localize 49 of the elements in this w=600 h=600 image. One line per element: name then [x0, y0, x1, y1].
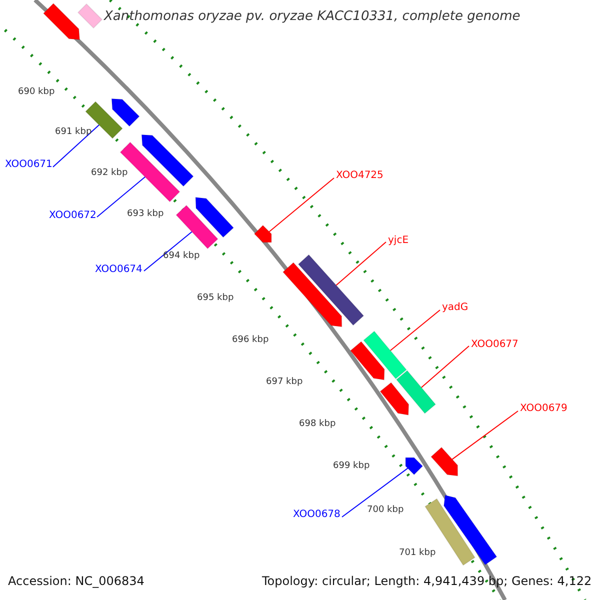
gene-label: XOO4725: [336, 170, 384, 182]
gene-label: XOO0674: [95, 264, 142, 276]
gene-feature: [176, 204, 218, 250]
leader-line: [144, 231, 192, 272]
scale-label: 690 kbp: [18, 87, 55, 98]
gene-feature: [111, 98, 140, 127]
gene-feature: [282, 262, 342, 328]
gene-label: yjcE: [388, 235, 409, 246]
footer-note: Accession: NC_006834: [8, 575, 144, 589]
scale-label: 694 kbp: [163, 251, 200, 262]
leader-line: [390, 310, 440, 351]
scale-label: 691 kbp: [55, 127, 92, 138]
gene-label: XOO0677: [471, 339, 518, 350]
leader-line: [420, 346, 470, 388]
leader-line: [342, 468, 408, 518]
gene-label: XOO0678: [293, 509, 340, 520]
gene-feature: [141, 134, 194, 187]
scale-label: 698 kbp: [299, 419, 336, 430]
scale-label: 699 kbp: [333, 461, 370, 472]
leader-line: [52, 124, 100, 168]
gene-feature: [350, 340, 385, 380]
scale-label: 697 kbp: [266, 377, 303, 388]
gene-feature: [362, 330, 408, 380]
gene-feature: [380, 382, 410, 416]
scale-label: 695 kbp: [197, 293, 234, 304]
gene-feature: [195, 196, 234, 238]
scale-label: 693 kbp: [127, 209, 164, 220]
gene-feature: [396, 370, 436, 414]
gene-feature: [443, 494, 498, 566]
footer-note: Topology: circular; Length: 4,941,439 bp; Genes: 4,122: [262, 575, 592, 589]
scale-label: 701 kbp: [399, 548, 436, 558]
leader-line: [336, 242, 386, 286]
leader-line: [268, 178, 334, 232]
gene-label: XOO0679: [520, 403, 568, 414]
gene-feature: [254, 224, 272, 243]
gene-label: yadG: [442, 302, 468, 314]
gene-feature: [405, 457, 424, 476]
leader-line: [452, 410, 518, 460]
gene-feature: [42, 2, 80, 40]
gene-feature: [430, 446, 458, 476]
gene-feature: [77, 3, 103, 29]
gene-label: XOO0672: [49, 210, 96, 222]
scale-label: 696 kbp: [232, 335, 269, 346]
scale-label: 700 kbp: [367, 505, 404, 516]
gene-feature: [298, 254, 364, 326]
map-title: Xanthomonas oryzae pv. oryzae KACC10331, complete genome: [104, 10, 520, 25]
scale-label: 692 kbp: [91, 168, 128, 178]
leader-line: [96, 176, 146, 218]
gene-label: XOO0671: [5, 159, 52, 170]
